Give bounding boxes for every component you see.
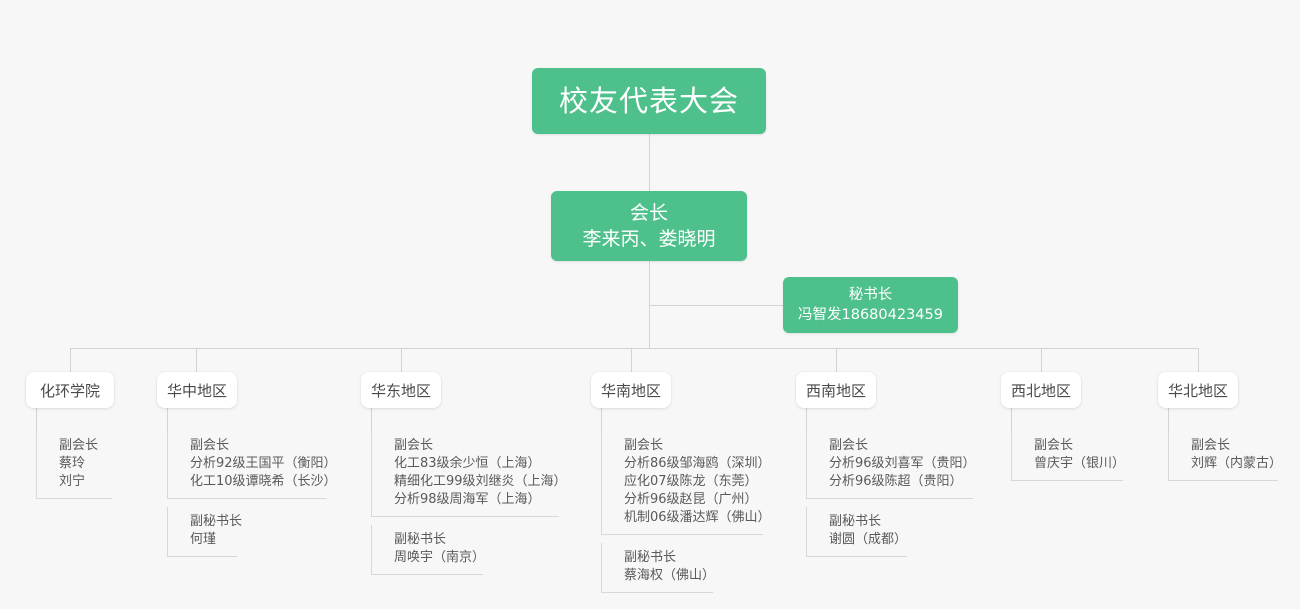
node-branch-huanan[interactable]: 华南地区 bbox=[591, 372, 671, 408]
leaf-title: 副秘书长 bbox=[394, 532, 447, 547]
connector-stem-huadong bbox=[371, 408, 372, 434]
leaf-xibei-vice-chairs[interactable]: 副会长 曾庆宇（银川） bbox=[1011, 431, 1126, 481]
leaf-member: 化工10级谭晓希（长沙） bbox=[190, 474, 337, 489]
node-president-role: 会长 bbox=[629, 201, 668, 224]
node-president-names: 李来丙、娄晓明 bbox=[582, 228, 716, 250]
leaf-member: 谢圆（成都） bbox=[829, 532, 908, 547]
node-assembly-root[interactable]: 校友代表大会 bbox=[532, 68, 766, 134]
connector-bus-drop-huadong bbox=[401, 348, 402, 372]
node-branch-xinan-label: 西南地区 bbox=[805, 381, 866, 400]
leaf-member: 应化07级陈龙（东莞） bbox=[624, 474, 758, 489]
leaf-huadong-vice-chairs[interactable]: 副会长 化工83级余少恒（上海） 精细化工99级刘继炎（上海） 分析98级周海军… bbox=[371, 431, 567, 517]
connector-root-to-president bbox=[649, 134, 650, 191]
leaf-title: 副会长 bbox=[829, 438, 869, 453]
node-secretary-general[interactable]: 秘书长 冯智发18680423459 bbox=[783, 277, 958, 333]
connector-stem-huahuan bbox=[36, 408, 37, 434]
leaf-huazhong-deputy-secretary[interactable]: 副秘书长 何瑾 bbox=[167, 507, 243, 557]
connector-bus-horizontal bbox=[70, 348, 1199, 349]
leaf-title: 副会长 bbox=[59, 438, 99, 453]
leaf-huanan-deputy-secretary[interactable]: 副秘书长 蔡海权（佛山） bbox=[601, 543, 716, 593]
leaf-member: 曾庆宇（银川） bbox=[1034, 456, 1126, 471]
node-branch-huazhong-label: 华中地区 bbox=[166, 381, 227, 400]
node-branch-xibei-label: 西北地区 bbox=[1010, 381, 1071, 400]
node-branch-huanan-label: 华南地区 bbox=[600, 381, 661, 400]
leaf-xinan-deputy-secretary[interactable]: 副秘书长 谢圆（成都） bbox=[806, 507, 907, 557]
leaf-huabei-vice-chairs[interactable]: 副会长 刘辉（内蒙古） bbox=[1168, 431, 1283, 481]
connector-stem-xibei bbox=[1011, 408, 1012, 434]
leaf-huazhong-vice-chairs[interactable]: 副会长 分析92级王国平（衡阳） 化工10级谭晓希（长沙） bbox=[167, 431, 337, 499]
node-secretary-names: 冯智发18680423459 bbox=[798, 307, 943, 323]
leaf-title: 副会长 bbox=[1034, 438, 1074, 453]
node-branch-huahuan-label: 化环学院 bbox=[39, 381, 100, 400]
leaf-member: 蔡玲 bbox=[59, 456, 86, 471]
node-branch-huabei-label: 华北地区 bbox=[1167, 381, 1228, 400]
leaf-member: 何瑾 bbox=[190, 532, 217, 547]
connector-bus-drop-huanan bbox=[631, 348, 632, 372]
leaf-member: 周唤宇（南京） bbox=[394, 550, 486, 565]
leaf-huahuan-vice-chairs[interactable]: 副会长 蔡玲 刘宁 bbox=[36, 431, 112, 499]
connector-bus-drop-huabei bbox=[1198, 348, 1199, 372]
leaf-member: 分析86级邹海鸥（深圳） bbox=[624, 456, 771, 471]
leaf-member: 化工83级余少恒（上海） bbox=[394, 456, 541, 471]
leaf-title: 副会长 bbox=[190, 438, 230, 453]
connector-stem-huanan bbox=[601, 408, 602, 434]
node-branch-huabei[interactable]: 华北地区 bbox=[1158, 372, 1238, 408]
leaf-huanan-vice-chairs[interactable]: 副会长 分析86级邹海鸥（深圳） 应化07级陈龙（东莞） 分析96级赵昆（广州）… bbox=[601, 431, 771, 535]
leaf-member: 刘宁 bbox=[59, 474, 86, 489]
leaf-member: 蔡海权（佛山） bbox=[624, 568, 716, 583]
leaf-title: 副会长 bbox=[624, 438, 664, 453]
node-branch-xibei[interactable]: 西北地区 bbox=[1001, 372, 1081, 408]
connector-stem-huazhong bbox=[167, 408, 168, 434]
leaf-member: 刘辉（内蒙古） bbox=[1191, 456, 1283, 471]
node-branch-huazhong[interactable]: 华中地区 bbox=[157, 372, 237, 408]
connector-bus-drop-xibei bbox=[1041, 348, 1042, 372]
leaf-member: 分析96级赵昆（广州） bbox=[624, 492, 758, 507]
leaf-member: 机制06级潘达辉（佛山） bbox=[624, 510, 771, 525]
node-branch-huadong-label: 华东地区 bbox=[370, 381, 431, 400]
leaf-member: 分析96级陈超（贵阳） bbox=[829, 474, 963, 489]
leaf-title: 副秘书长 bbox=[829, 514, 882, 529]
leaf-title: 副会长 bbox=[394, 438, 434, 453]
connector-bus-drop-huazhong bbox=[196, 348, 197, 372]
leaf-member: 分析96级刘喜军（贵阳） bbox=[829, 456, 976, 471]
leaf-xinan-vice-chairs[interactable]: 副会长 分析96级刘喜军（贵阳） 分析96级陈超（贵阳） bbox=[806, 431, 976, 499]
node-secretary-role: 秘书长 bbox=[848, 287, 893, 303]
leaf-member: 精细化工99级刘继炎（上海） bbox=[394, 474, 567, 489]
leaf-member: 分析92级王国平（衡阳） bbox=[190, 456, 337, 471]
leaf-title: 副会长 bbox=[1191, 438, 1231, 453]
node-branch-huadong[interactable]: 华东地区 bbox=[361, 372, 441, 408]
connector-stem-huabei bbox=[1168, 408, 1169, 434]
connector-president-to-secretary bbox=[649, 305, 783, 306]
node-assembly-title: 校友代表大会 bbox=[558, 83, 739, 118]
leaf-huadong-deputy-secretary[interactable]: 副秘书长 周唤宇（南京） bbox=[371, 525, 486, 575]
node-branch-xinan[interactable]: 西南地区 bbox=[796, 372, 876, 408]
leaf-member: 分析98级周海军（上海） bbox=[394, 492, 541, 507]
node-president[interactable]: 会长 李来丙、娄晓明 bbox=[551, 191, 747, 261]
node-branch-huahuan[interactable]: 化环学院 bbox=[26, 372, 114, 408]
connector-bus-drop-xinan bbox=[836, 348, 837, 372]
connector-stem-xinan bbox=[806, 408, 807, 434]
connector-bus-drop-huahuan bbox=[70, 348, 71, 372]
leaf-title: 副秘书长 bbox=[624, 550, 677, 565]
leaf-title: 副秘书长 bbox=[190, 514, 243, 529]
